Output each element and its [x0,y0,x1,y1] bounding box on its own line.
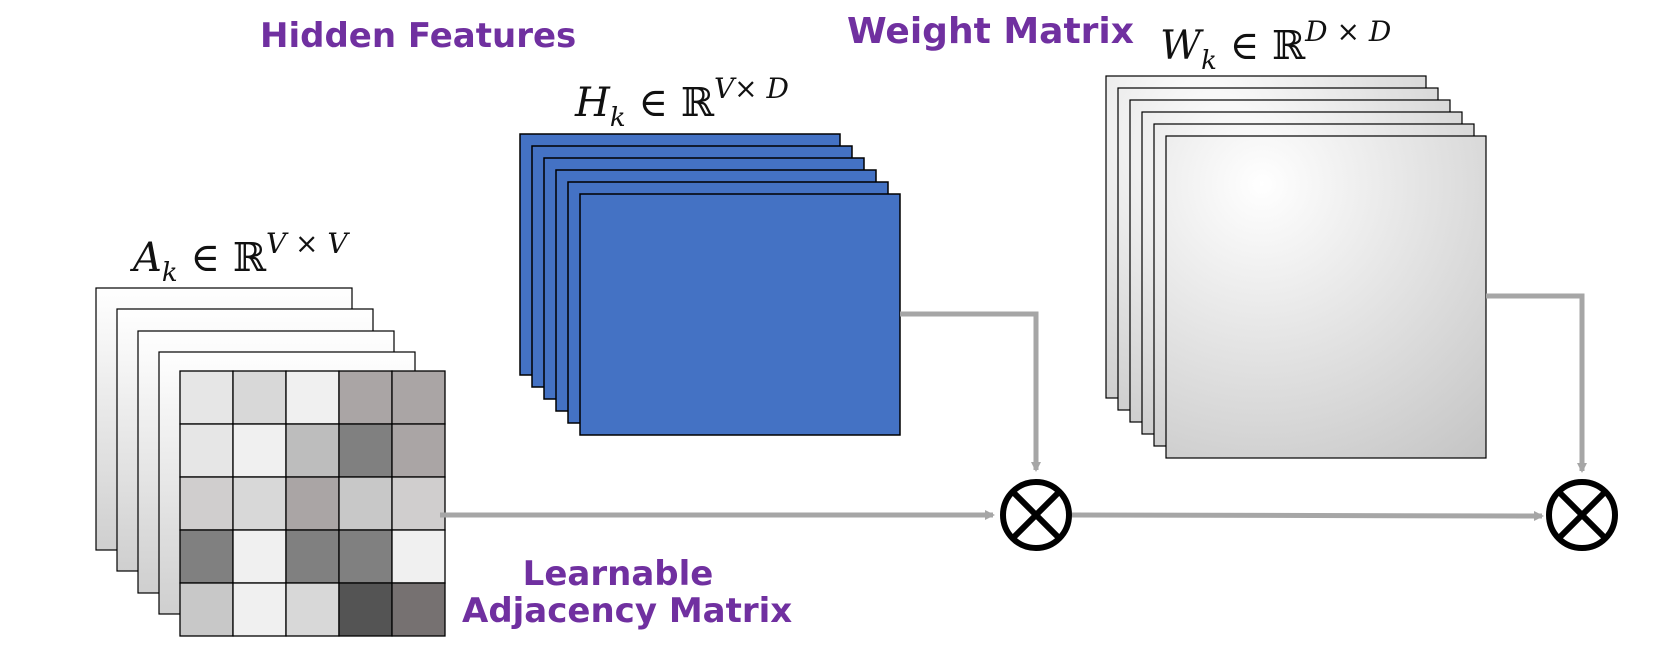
adjacency-cell [391,476,446,531]
adjacency-matrix-stack [95,287,446,637]
adjacency-superscript: V × V [265,227,348,260]
adjacency-cell [285,370,340,425]
adjacency-cell [232,370,287,425]
adjacency-cell [285,476,340,531]
weight-formula: Wk ∈ ℝD × D [1160,15,1392,76]
adjacency-cell [338,370,393,425]
adjacency-cell [391,582,446,637]
adjacency-cell [391,423,446,478]
adjacency-cell [179,476,234,531]
weight-matrix-stack [1105,75,1487,459]
adjacency-cell [179,423,234,478]
adjacency-cell [232,582,287,637]
learnable-line-2: Adjacency Matrix [462,591,793,632]
adjacency-cell [285,582,340,637]
hidden-layer [579,193,901,436]
multiply-operator-2-icon [1546,479,1618,551]
connector-arrows [440,293,1587,521]
learnable-line-1: Learnable [522,554,714,594]
adjacency-cell [179,582,234,637]
hidden-symbol: H [575,80,610,126]
adjacency-cell [179,370,234,425]
adjacency-cell [232,529,287,584]
hidden-features-stack [519,133,901,436]
adjacency-cell [391,370,446,425]
weight-superscript: D × D [1305,15,1392,48]
arrow-hidden-to-mult1 [900,311,1041,472]
hidden-relation: ∈ ℝ [625,80,714,126]
adjacency-relation: ∈ ℝ [177,235,266,281]
weight-relation: ∈ ℝ [1216,23,1306,69]
adjacency-cell [391,529,446,584]
learnable-adjacency-label: Learnable Adjacency Matrix [462,554,793,632]
weight-subscript: k [1201,46,1217,76]
hidden-formula: Hk ∈ ℝV× D [575,72,789,133]
arrow-weight-to-mult2 [1486,293,1587,473]
adjacency-subscript: k [161,258,178,288]
adjacency-symbol: A [133,235,162,281]
weight-layer [1165,135,1487,459]
adjacency-cell [179,529,234,584]
adjacency-formula: Ak ∈ ℝV × V [133,227,348,288]
adjacency-cell [232,476,287,531]
adjacency-grid [179,370,446,637]
multiply-operator-1-icon [1000,479,1072,551]
adjacency-cell [338,529,393,584]
adjacency-cell [285,423,340,478]
hidden-subscript: k [609,103,626,133]
arrow-mult1-to-mult2 [1071,510,1544,521]
adjacency-cell [338,582,393,637]
adjacency-cell [232,423,287,478]
hidden-features-label: Hidden Features [260,16,577,56]
weight-matrix-label: Weight Matrix [847,11,1134,52]
adjacency-cell [338,423,393,478]
hidden-superscript: V× D [713,72,789,105]
adjacency-cell [285,529,340,584]
weight-symbol: W [1160,23,1202,69]
adjacency-cell [338,476,393,531]
